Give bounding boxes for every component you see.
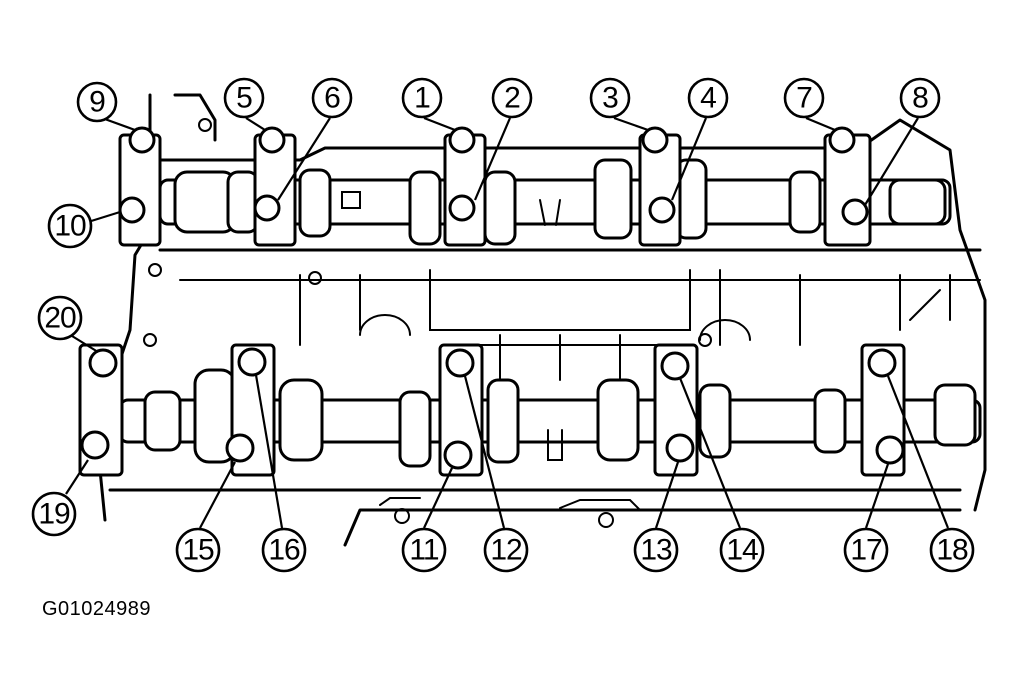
bolt-7 bbox=[828, 126, 856, 154]
callout-15-label: 15 bbox=[182, 534, 214, 567]
callout-15: 15 bbox=[175, 527, 221, 573]
callout-17: 17 bbox=[843, 527, 889, 573]
bolt-2 bbox=[448, 194, 476, 222]
callout-8: 8 bbox=[899, 77, 941, 119]
callout-17-label: 17 bbox=[850, 534, 882, 567]
callout-14: 14 bbox=[719, 527, 765, 573]
callout-4-label: 4 bbox=[700, 82, 716, 115]
callout-19: 19 bbox=[31, 491, 77, 537]
callout-9: 9 bbox=[76, 81, 118, 123]
callout-9-label: 9 bbox=[89, 86, 105, 119]
bolt-14 bbox=[660, 351, 690, 381]
callout-3: 3 bbox=[589, 77, 631, 119]
callout-18: 18 bbox=[929, 527, 975, 573]
bolt-16 bbox=[237, 347, 267, 377]
figure-code: G01024989 bbox=[42, 598, 152, 620]
bolt-heads bbox=[80, 126, 905, 470]
bolt-20 bbox=[88, 348, 118, 378]
bolt-3 bbox=[641, 126, 669, 154]
callout-10-label: 10 bbox=[54, 210, 86, 243]
bolt-9 bbox=[128, 126, 156, 154]
bolt-13 bbox=[665, 433, 695, 463]
lower-camshaft bbox=[118, 368, 982, 468]
callout-7: 7 bbox=[783, 77, 825, 119]
callout-14-label: 14 bbox=[726, 534, 758, 567]
bolt-19 bbox=[80, 430, 110, 460]
callout-16-label: 16 bbox=[268, 534, 300, 567]
bearing-caps bbox=[78, 133, 906, 477]
callout-3-label: 3 bbox=[602, 82, 618, 115]
callout-leaders bbox=[65, 116, 950, 529]
callout-5-label: 5 bbox=[236, 82, 252, 115]
bolt-8 bbox=[841, 198, 869, 226]
callout-20-label: 20 bbox=[44, 302, 76, 335]
callout-2: 2 bbox=[491, 77, 533, 119]
callout-2-label: 2 bbox=[504, 82, 520, 115]
callout-20: 20 bbox=[37, 295, 83, 341]
callout-1-label: 1 bbox=[414, 82, 430, 115]
callout-16: 16 bbox=[261, 527, 307, 573]
bolt-11 bbox=[443, 440, 473, 470]
cylinder-head-outline bbox=[98, 93, 987, 547]
callout-7-label: 7 bbox=[796, 82, 812, 115]
bolt-4 bbox=[648, 196, 676, 224]
bolt-12 bbox=[445, 348, 475, 378]
callout-1: 1 bbox=[401, 77, 443, 119]
callout-18-label: 18 bbox=[936, 534, 968, 567]
bolt-5 bbox=[258, 126, 286, 154]
callout-5: 5 bbox=[223, 77, 265, 119]
callout-19-label: 19 bbox=[38, 498, 70, 531]
callout-8-label: 8 bbox=[912, 82, 928, 115]
callout-13-label: 13 bbox=[640, 534, 672, 567]
bolt-17 bbox=[875, 435, 905, 465]
bolt-18 bbox=[867, 348, 897, 378]
callout-12-label: 12 bbox=[490, 534, 522, 567]
callout-6: 6 bbox=[311, 77, 353, 119]
bolt-1 bbox=[448, 126, 476, 154]
callout-11: 11 bbox=[401, 527, 447, 573]
callout-6-label: 6 bbox=[324, 82, 340, 115]
callouts: 1 2 3 4 5 6 7 8 bbox=[31, 77, 975, 573]
callout-11-label: 11 bbox=[409, 534, 438, 567]
bolt-10 bbox=[118, 196, 146, 224]
callout-12: 12 bbox=[483, 527, 529, 573]
bolt-15 bbox=[225, 433, 255, 463]
bolt-6 bbox=[253, 194, 281, 222]
callout-13: 13 bbox=[633, 527, 679, 573]
callout-10: 10 bbox=[47, 203, 93, 249]
callout-4: 4 bbox=[687, 77, 729, 119]
